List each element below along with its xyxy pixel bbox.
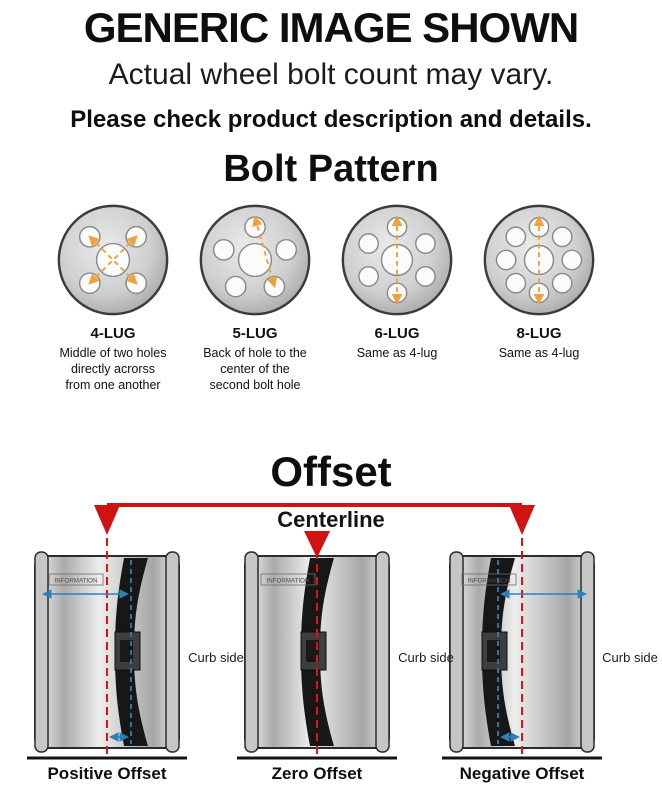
lug-label: 8-LUG <box>516 325 562 342</box>
lug-label: 6-LUG <box>374 325 420 342</box>
rim-lip-inboard <box>449 551 464 753</box>
rim-lip-outboard <box>165 551 180 753</box>
rim-sticker-text: INFORMATION <box>468 578 511 585</box>
rim-sticker <box>461 573 517 586</box>
wheel-cross-section-zero: INFORMATION <box>237 538 397 760</box>
lug-label: 5-LUG <box>232 325 278 342</box>
rim-lip-outboard <box>580 551 595 753</box>
offset-title: Offset <box>270 448 392 495</box>
wheel-disc <box>300 558 334 746</box>
rim-lip-inboard <box>244 551 259 753</box>
lug-label: 4-LUG <box>90 325 136 342</box>
rim-sticker <box>260 573 316 586</box>
note-text: Please check product description and det… <box>70 106 592 133</box>
wheel-6lug-diagram <box>341 204 453 316</box>
centerline-marker-icon <box>509 505 535 535</box>
centerline-line <box>107 503 522 507</box>
measurement-lines <box>252 215 278 289</box>
wheel-5lug-diagram <box>199 204 311 316</box>
rim-sticker <box>48 573 104 586</box>
lug-item-6lug: 6-LUG Same as 4-lug <box>326 202 468 393</box>
lug-holes <box>495 216 583 304</box>
rim-lip-outboard <box>375 551 390 753</box>
lug-item-5lug: 5-LUG Back of hole to the center of the … <box>184 202 326 393</box>
offset-label-negative: Negative Offset <box>459 764 585 783</box>
curb-side-label: Curb side <box>398 650 454 665</box>
wheel-4lug-diagram <box>57 204 169 316</box>
bolt-pattern-title: Bolt Pattern <box>223 148 439 190</box>
curb-side-label: Curb side <box>188 650 244 665</box>
rim-sticker-text: INFORMATION <box>267 578 310 585</box>
centerline-marker-icon <box>304 531 330 558</box>
offset-label-positive: Positive Offset <box>47 764 167 783</box>
centerline-marker-icon <box>94 505 120 535</box>
lug-item-4lug: 4-LUG Middle of two holes directly acror… <box>42 202 184 393</box>
curb-side-label: Curb side <box>602 650 658 665</box>
lug-description: Middle of two holes directly acrorss fro… <box>59 346 167 392</box>
rim-lip-inboard <box>34 551 49 753</box>
lug-item-8lug: 8-LUG Same as 4-lug <box>468 202 610 393</box>
measurement-lines <box>88 235 138 285</box>
wheel-8lug-diagram <box>483 204 595 316</box>
main-title: GENERIC IMAGE SHOWN <box>83 4 579 51</box>
center-bore <box>95 242 131 278</box>
lug-description: Same as 4-lug <box>498 346 580 360</box>
subtitle: Actual wheel bolt count may vary. <box>108 58 554 91</box>
lug-description: Back of hole to the center of the second… <box>203 346 307 392</box>
offset-label-zero: Zero Offset <box>271 764 363 783</box>
wheel-cross-section-positive: INFORMATION <box>27 538 187 760</box>
rim-sticker-text: INFORMATION <box>55 578 98 585</box>
centerline-label: Centerline <box>277 507 385 532</box>
wheel-cross-section-negative: INFORMATION <box>442 538 602 760</box>
bolt-pattern-row: 4-LUG Middle of two holes directly acror… <box>42 202 610 393</box>
lug-description: Same as 4-lug <box>356 346 438 360</box>
